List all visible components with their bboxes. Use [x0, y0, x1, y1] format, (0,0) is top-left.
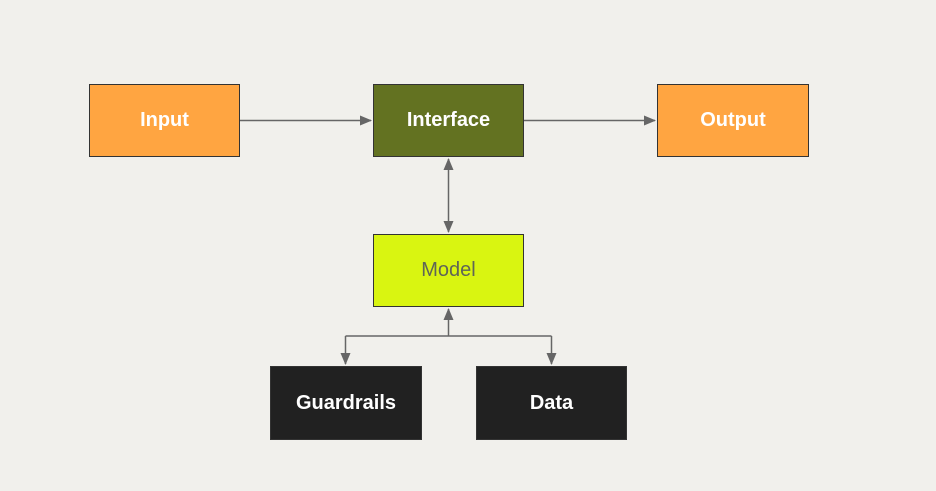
node-guardrails: Guardrails: [270, 366, 422, 440]
node-model-label: Model: [421, 259, 476, 281]
node-input-label: Input: [140, 109, 189, 131]
node-data: Data: [476, 366, 627, 440]
node-model: Model: [373, 234, 524, 307]
node-output-label: Output: [700, 109, 766, 131]
node-input: Input: [89, 84, 240, 157]
node-interface-label: Interface: [406, 109, 491, 131]
node-guardrails-label: Guardrails: [295, 391, 397, 414]
node-output: Output: [657, 84, 809, 157]
node-interface: Interface: [373, 84, 524, 157]
node-data-label: Data: [529, 391, 574, 414]
